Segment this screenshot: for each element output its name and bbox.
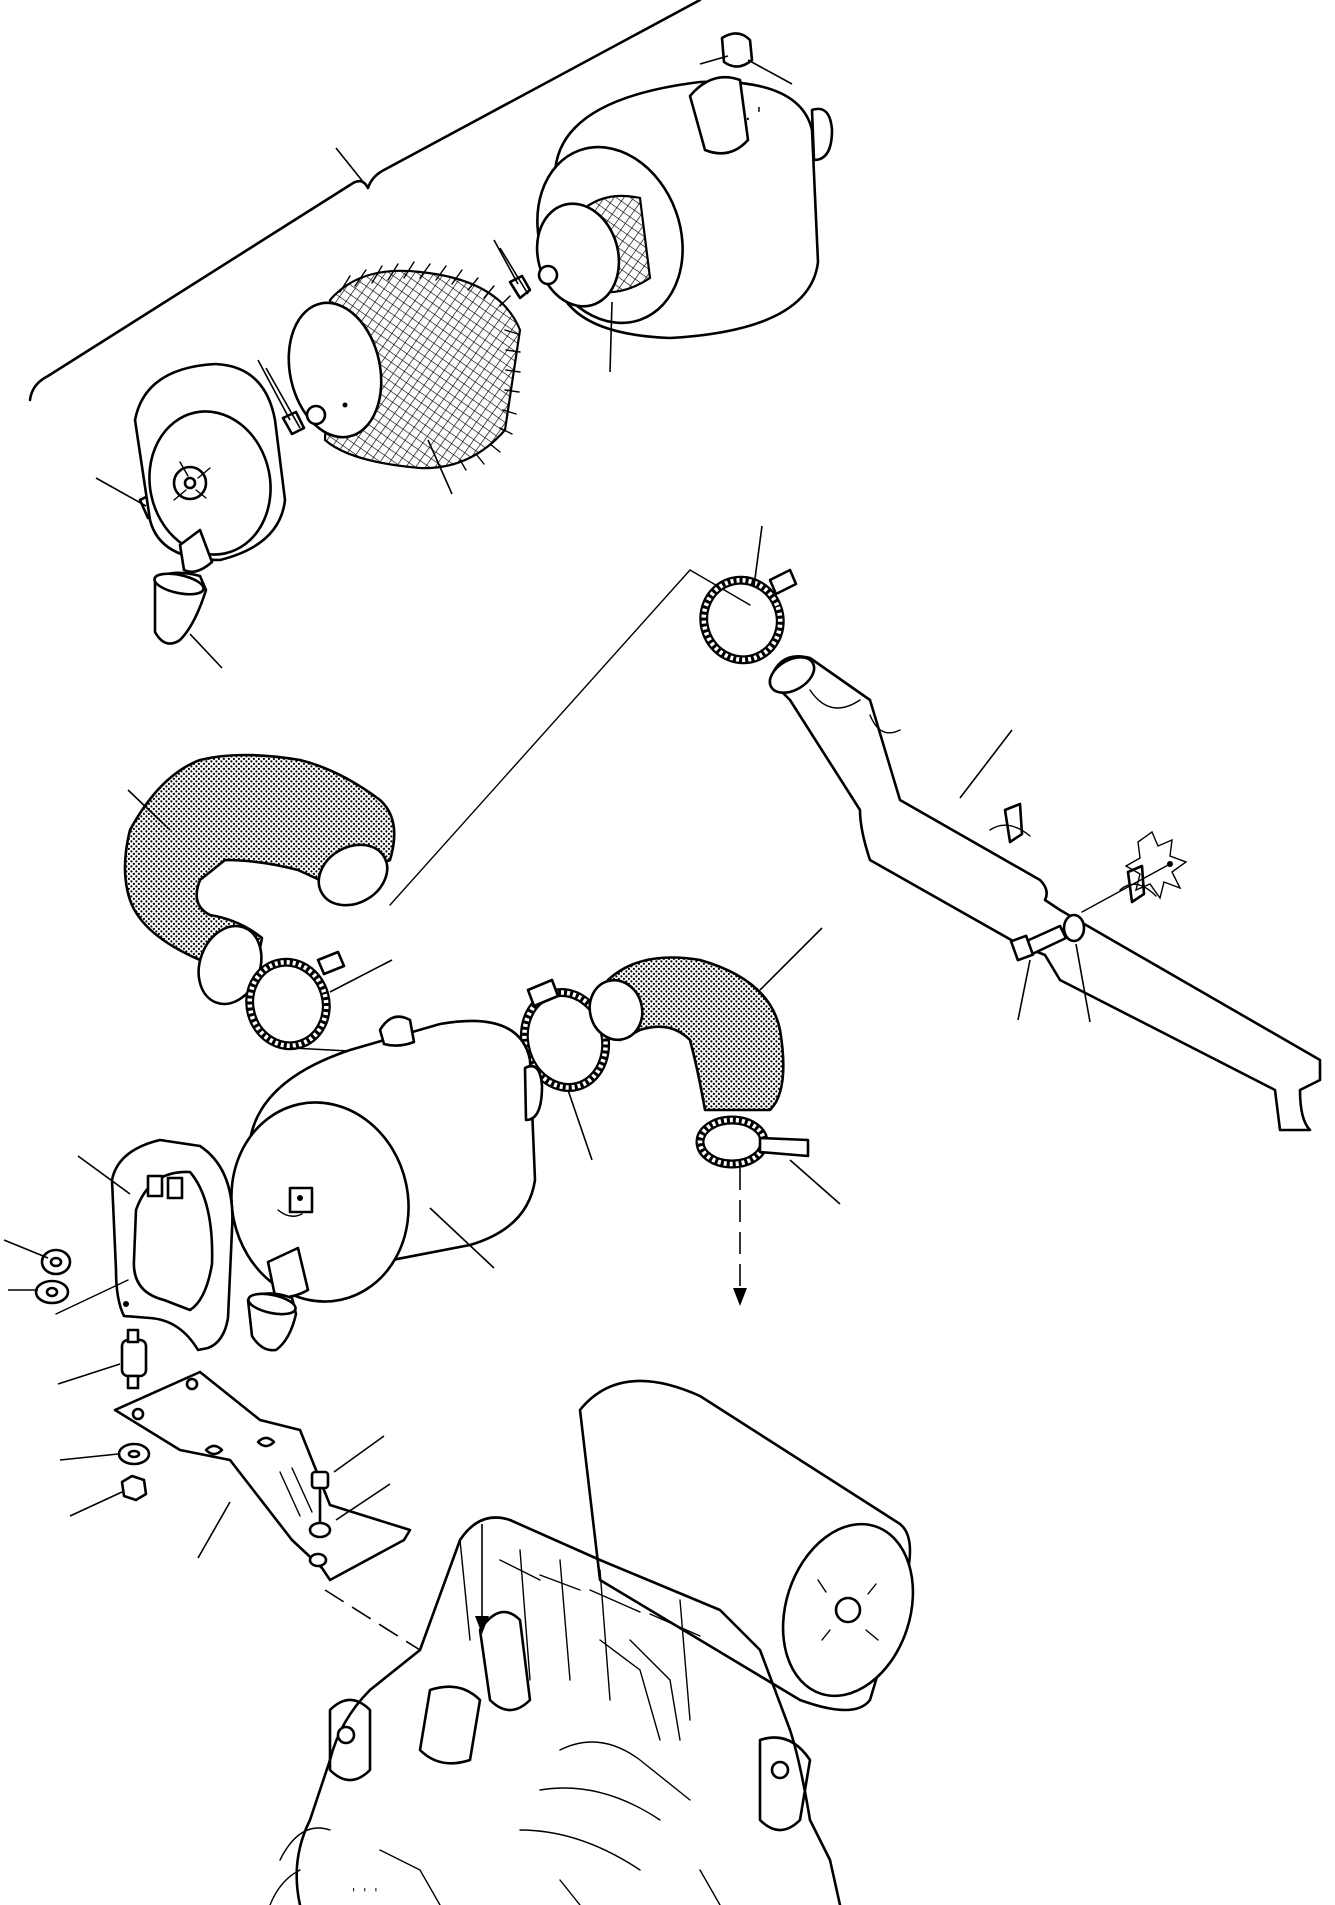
nut-and-washer-icon <box>3 1239 129 1315</box>
support-bracket <box>113 1370 412 1582</box>
nut-and-washer-icon <box>59 1442 151 1517</box>
engine-block <box>269 1379 915 1905</box>
kit-bracket-line <box>28 0 702 402</box>
pipe-bolt-icon <box>1009 913 1091 1023</box>
outlet-elbow-hose <box>588 927 823 1112</box>
rubber-mount-icon <box>57 1328 148 1390</box>
primary-filter-element <box>287 261 522 495</box>
intake-elbow-hose <box>123 753 396 1006</box>
hose-clamp-icon <box>699 525 798 665</box>
mount-point-icon <box>1124 830 1188 900</box>
front-cover <box>133 362 287 669</box>
downward-direction-arrow <box>733 1168 747 1306</box>
hose-clamp-icon <box>695 1115 841 1205</box>
intake-pipe <box>768 655 1322 1132</box>
hose-clamp-icon <box>245 950 393 1053</box>
print-stamp: ' ' ' <box>352 1886 380 1900</box>
safety-filter-element <box>535 194 652 373</box>
hose-to-clamp-leader <box>389 569 691 906</box>
mount-dashed-leader <box>324 1589 421 1651</box>
assembled-air-cleaner-housing <box>230 1015 544 1352</box>
kit-bracket-leader <box>335 147 369 189</box>
top-cap-screw-icon <box>699 32 793 85</box>
svg-text:. ': . ' <box>745 104 761 125</box>
bracket-bolt-icon <box>308 1435 391 1568</box>
mounting-band <box>77 1138 234 1352</box>
